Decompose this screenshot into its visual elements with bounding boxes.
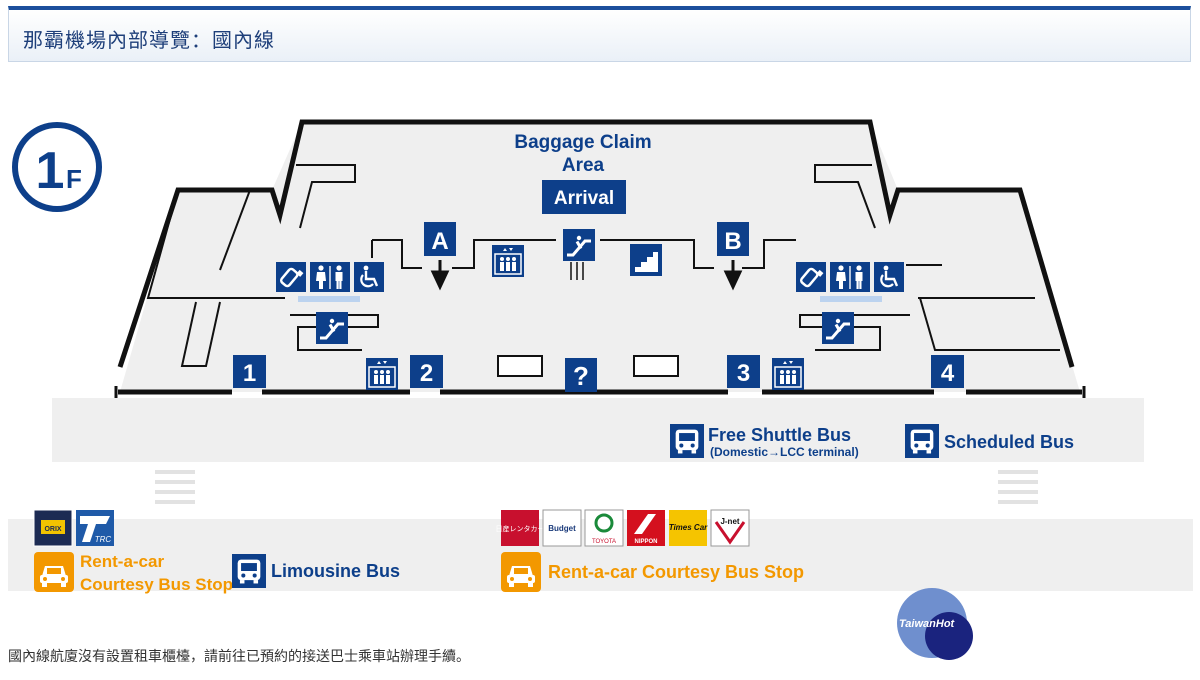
- budget-logo-text: Budget: [548, 524, 576, 533]
- toyota-logo-text: TOYOTA: [592, 539, 616, 545]
- front-sidewalk: [52, 398, 1144, 462]
- trc-logo-text: TRC: [95, 535, 112, 544]
- exit-2-badge: [410, 355, 443, 388]
- exit-4-badge: [931, 355, 964, 388]
- watermark-text: TaiwanHot: [899, 618, 955, 630]
- counter: [633, 355, 679, 377]
- scheduled-bus-label: Scheduled Bus: [944, 432, 1074, 452]
- rental-company-logos: 日産レンタカー Budget TOYOTA NIPPON Times Car J…: [496, 509, 750, 547]
- arrival-label: Arrival: [554, 188, 614, 209]
- free-shuttle-sub: (Domestic→LCC terminal): [710, 445, 859, 459]
- exit-3-badge: [727, 355, 760, 388]
- info-desk-badge: [565, 358, 597, 392]
- wheelchair-icon: [354, 262, 384, 292]
- info-desk-label: ?: [573, 361, 589, 391]
- elevator-icon: [366, 358, 398, 390]
- times-logo-text: Times Car: [669, 523, 708, 532]
- escalator-icon: [316, 312, 348, 344]
- exit-3-label: 3: [737, 360, 750, 387]
- baggage-claim-area: Area: [562, 155, 605, 176]
- restroom-icon: [310, 262, 350, 292]
- baby-care-icon: [276, 262, 306, 292]
- arrow-down-icon: [430, 260, 450, 291]
- gate-a-label: A: [431, 228, 448, 255]
- nippon-logo-text: NIPPON: [634, 539, 657, 545]
- counter: [497, 355, 543, 377]
- arrow-down-icon: [723, 260, 743, 291]
- baby-care-icon: [796, 262, 826, 292]
- jnet-logo-text: J-net: [720, 517, 739, 526]
- restroom-icon: [830, 262, 870, 292]
- escalator-icon: [563, 229, 595, 261]
- floor-suffix: F: [66, 164, 82, 194]
- arrival-badge: [542, 180, 626, 214]
- exit-4-label: 4: [941, 360, 955, 387]
- bus-icon: [232, 554, 266, 588]
- orix-logo-text: ORIX: [44, 526, 61, 533]
- escalator-icon: [822, 312, 854, 344]
- rentacar-left-line1: Rent-a-car: [80, 552, 164, 571]
- nissan-rentacar-logo: [501, 510, 539, 546]
- floor-number: 1: [36, 142, 65, 200]
- crosswalk: [155, 470, 1038, 504]
- bus-icon: [905, 424, 939, 458]
- footnote: 國內線航廈沒有設置租車櫃檯，請前往已預約的接送巴士乘車站辦理手續。: [8, 648, 470, 664]
- exit-1-badge: [233, 355, 266, 388]
- limousine-bus-label: Limousine Bus: [271, 561, 400, 581]
- nissan-logo-text: 日産レンタカー: [496, 524, 545, 533]
- interior-walls: [146, 164, 1060, 367]
- wheelchair-icon: [874, 262, 904, 292]
- times-car-logo: [669, 510, 707, 546]
- exit-2-label: 2: [420, 360, 433, 387]
- elevator-icon: [492, 245, 524, 277]
- page-title: 那霸機場內部導覽：國內線: [23, 30, 275, 52]
- baggage-claim-title: Baggage Claim: [514, 132, 651, 153]
- stairs-icon: [630, 244, 662, 276]
- free-shuttle-title: Free Shuttle Bus: [708, 425, 851, 445]
- terminal-wall: [117, 119, 1075, 368]
- car-icon: [34, 552, 74, 592]
- floor-badge: 1 F: [12, 122, 102, 212]
- gate-a-badge: [424, 222, 456, 256]
- elevator-icon: [772, 358, 804, 390]
- gate-b-badge: [717, 222, 749, 256]
- watermark-logo: TaiwanHot: [897, 588, 977, 660]
- exit-1-label: 1: [243, 360, 256, 387]
- budget-logo: [542, 509, 582, 547]
- bus-icon: [670, 424, 704, 458]
- terminal-map: 1 F Baggage Claim Area Arrival A B: [8, 119, 1193, 594]
- rentacar-right-label: Rent-a-car Courtesy Bus Stop: [548, 562, 804, 582]
- rentacar-left-line2: Courtesy Bus Stop: [80, 575, 233, 594]
- gate-b-label: B: [724, 228, 741, 255]
- car-icon: [501, 552, 541, 592]
- page-header: 那霸機場內部導覽：國內線: [8, 6, 1191, 62]
